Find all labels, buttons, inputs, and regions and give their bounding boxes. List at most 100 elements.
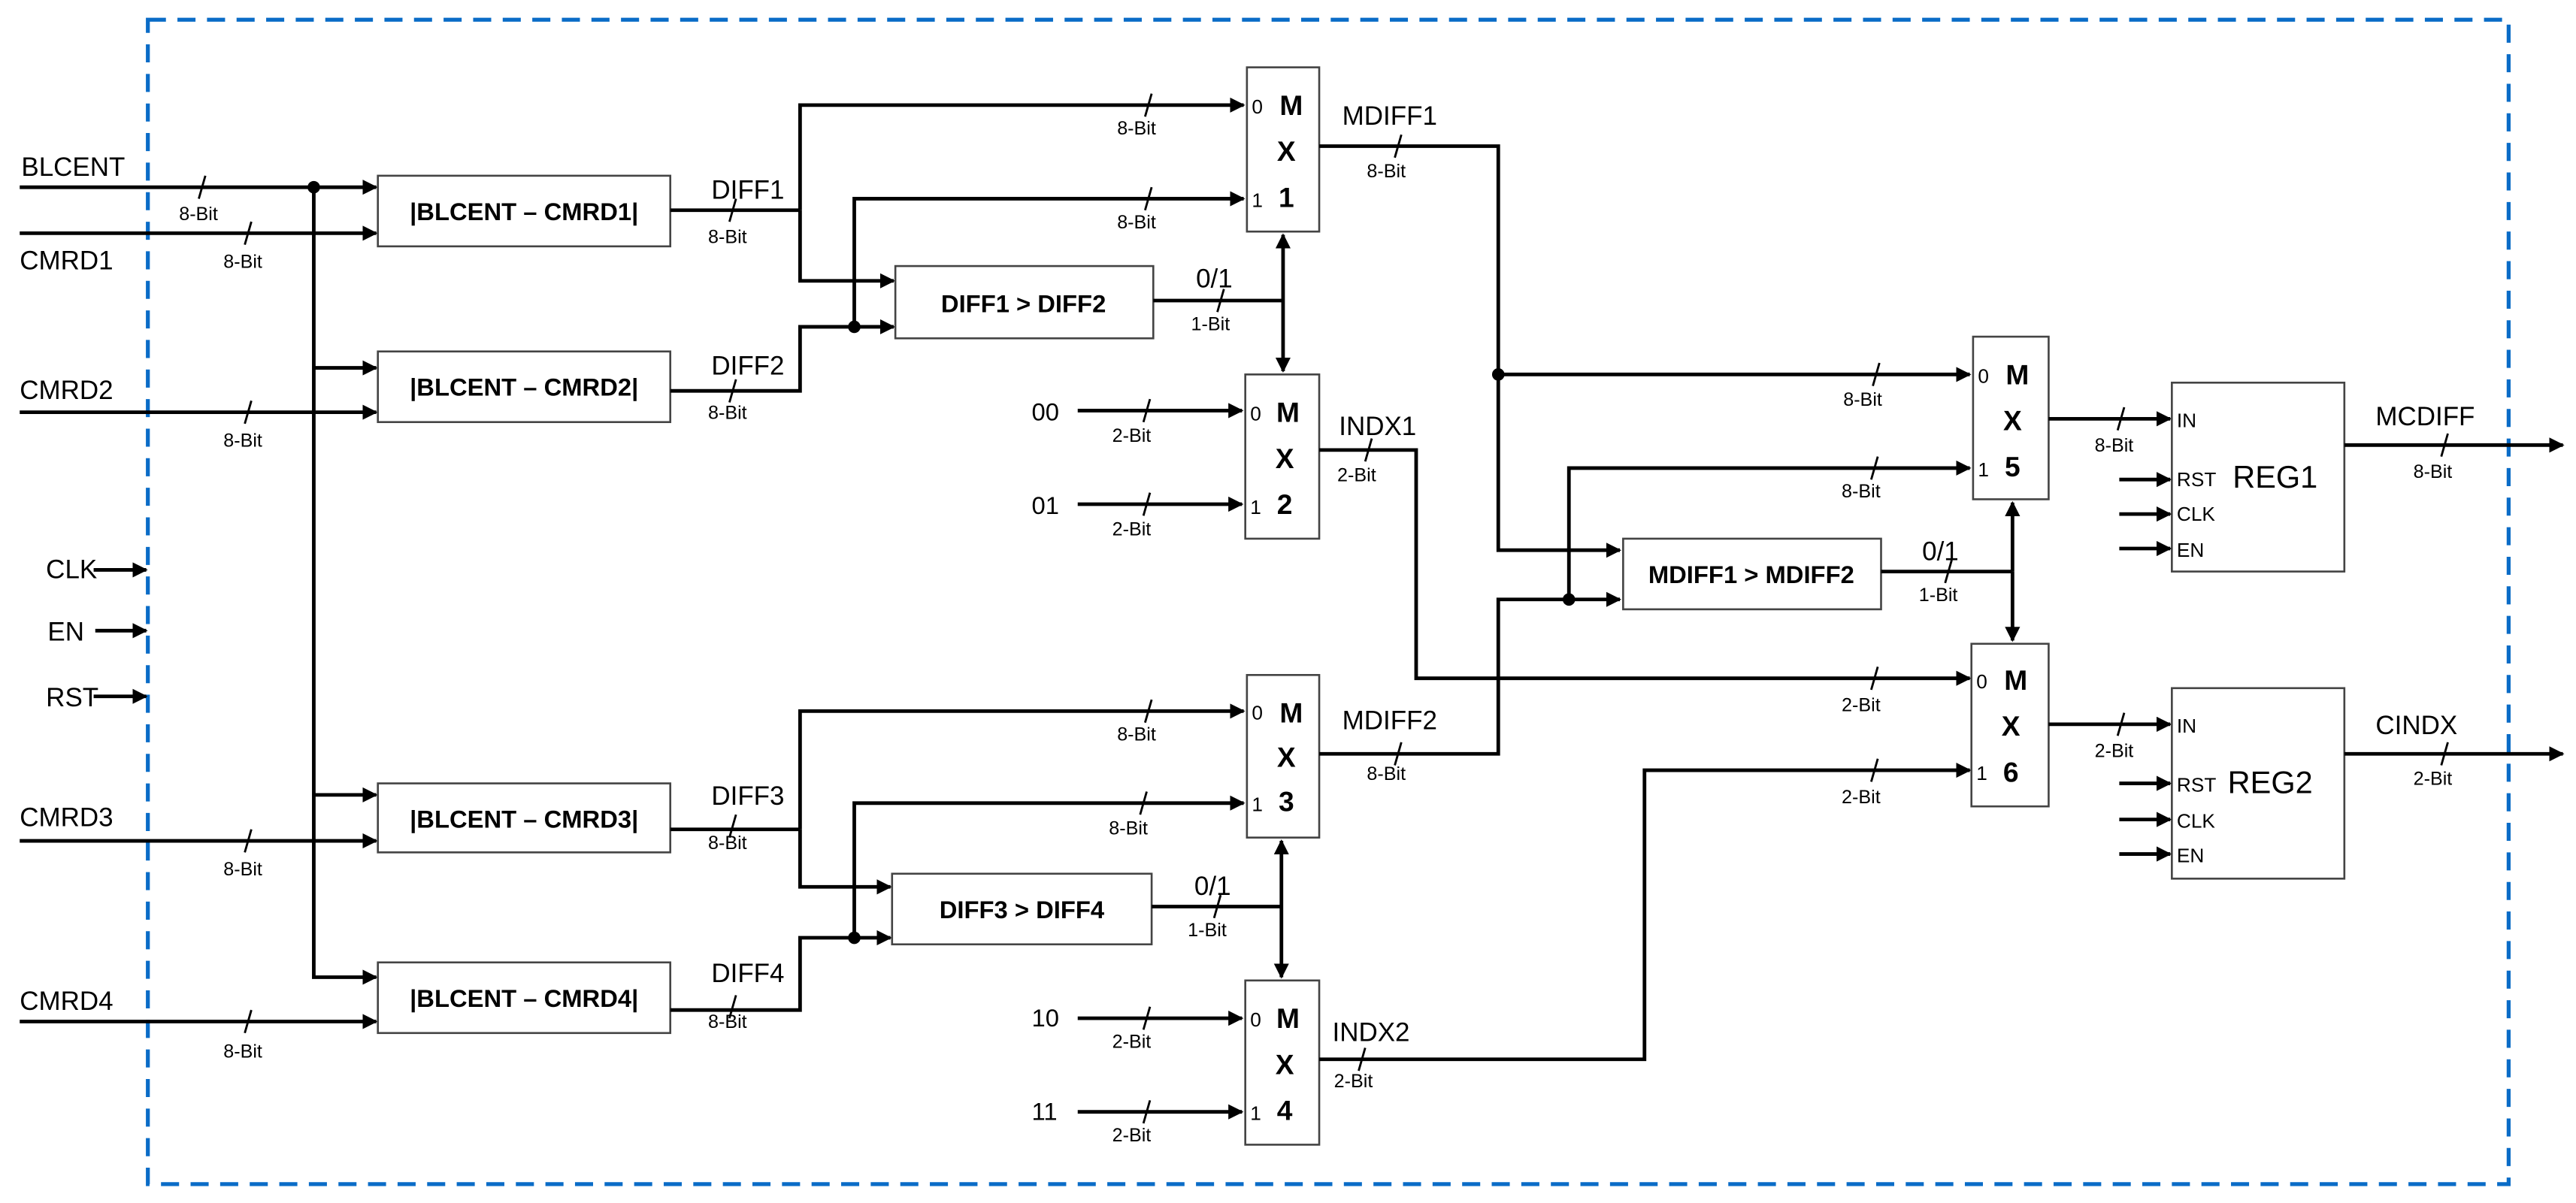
mux-1-sel0: 0 [1252,95,1263,118]
bus-slash [1870,666,1879,691]
mdiff2-label: MDIFF2 [1342,706,1437,735]
cmrd1-width: 8-Bit [223,251,262,272]
mux-3-sel0: 0 [1252,701,1263,724]
mux-2-box [1244,373,1321,540]
mux-1-letter-x: X [1277,135,1296,167]
mdiff2-to-cmp3 [1319,591,1622,756]
abs-block-2-box [377,350,672,424]
mux-4-in0-width: 2-Bit [1112,1031,1152,1052]
mux-4-in1-width: 2-Bit [1112,1125,1152,1146]
mux-1-box [1246,66,1321,233]
mdiff1-net: MDIFF1 8-Bit 8-Bit [1319,101,1972,558]
mux-6-box [1970,642,2050,808]
mdiff1-width: 8-Bit [1367,161,1406,182]
comparator-2-width: 1-Bit [1188,920,1227,941]
bus-slash [244,221,253,246]
input-rst: RST [46,683,148,712]
abs-block-4-label: |BLCENT – CMRD4| [410,984,638,1012]
bus-slash [2116,407,2126,431]
diff1-width: 8-Bit [708,226,747,247]
input-blcent: BLCENT 8-Bit [20,153,378,225]
bus-slash [728,198,737,222]
comparator-1-out-label: 0/1 [1196,264,1233,293]
abs-block-1: |BLCENT – CMRD1| [377,174,672,248]
register-1-port-in: IN [2177,409,2196,431]
bus-slash [2440,433,2449,458]
indx2-width: 2-Bit [1334,1071,1373,1092]
bus-slash [1394,134,1403,159]
register-2: IN RST CLK EN REG2 CINDX 2-Bit [2119,687,2565,880]
register-2-label: REG2 [2228,765,2313,800]
mux-4-sel1: 1 [1250,1102,1261,1125]
diff4-label: DIFF4 [711,959,784,988]
blcent-label: BLCENT [21,153,125,182]
mcdiff-width: 8-Bit [2414,461,2453,482]
bus-slash [244,829,253,853]
mux-5-out-width: 8-Bit [2095,435,2134,456]
diff4-width: 8-Bit [708,1011,747,1032]
bus-slash [1142,492,1152,516]
comparator-1-width: 1-Bit [1191,313,1230,334]
bus-slash [728,814,737,839]
comparator-2: DIFF3 > DIFF4 0/1 1-Bit [891,839,1289,979]
mux-1-sel1: 1 [1252,189,1263,211]
bus-slash [1139,791,1148,815]
junction-dot [848,931,861,945]
input-cmrd4: CMRD4 8-Bit [20,987,378,1062]
mux-4-letter-x: X [1276,1048,1294,1080]
mux-2-const-1: 01 [1032,491,1059,519]
diff4-to-cmp2 [670,929,892,1012]
cmrd4-width: 8-Bit [223,1041,262,1062]
mux-2-in0-width: 2-Bit [1112,425,1152,446]
mux-5: 0 1 M X 5 8-Bit [1972,335,2172,500]
mx6-in1-width: 2-Bit [1842,787,1881,808]
register-2-port-clk: CLK [2177,810,2216,833]
mux-2-letter-n: 2 [1277,488,1293,520]
indx1-label: INDX1 [1339,412,1416,441]
diff3-to-cmp2 [798,829,892,895]
mux-4-sel0: 0 [1250,1008,1261,1031]
mux-5-letter-n: 5 [2005,451,2021,482]
mux-2-letter-x: X [1276,443,1294,474]
register-1-label: REG1 [2232,459,2317,494]
diff3-to-mx3 [798,703,1246,830]
mx1-in1-width: 8-Bit [1117,212,1156,233]
bus-slash [1212,894,1222,919]
comparator-2-box [891,872,1153,946]
indx1-width: 2-Bit [1337,464,1376,485]
mux-6-letter-n: 6 [2003,756,2019,787]
mux-3-letter-m: M [1279,697,1303,729]
bus-slash [244,1009,253,1034]
mux-5-sel0: 0 [1978,364,1989,387]
diff3-label: DIFF3 [711,781,784,811]
comparator-1: DIFF1 > DIFF2 0/1 1-Bit [894,233,1291,373]
mcdiff-label: MCDIFF [2375,402,2475,431]
mux-6: 0 1 M X 6 2-Bit [1970,642,2172,808]
mdiff1-to-cmp3 [1319,144,1622,558]
mux-2-sel1: 1 [1250,496,1261,518]
junction-dot [1491,368,1505,381]
abs-block-4-box [377,961,672,1035]
comparator-2-label: DIFF3 > DIFF4 [940,896,1105,923]
clk-label: CLK [46,555,97,584]
bus-slash [2116,712,2126,736]
bus-slash [244,400,253,425]
mux-5-box [1972,335,2050,500]
bus-slash [1143,186,1153,211]
mux-3-letter-n: 3 [1279,786,1294,818]
mux-2-const-0: 00 [1032,398,1059,426]
abs-block-1-box [377,174,672,248]
cmrd2-width: 8-Bit [223,431,262,452]
register-1-port-en: EN [2177,539,2204,561]
junction-dot [848,320,861,334]
mux-2: 0 1 M X 2 00 2-Bit 01 2-Bit [1032,373,1321,540]
mux-6-sel0: 0 [1976,670,1987,693]
bus-slash [1143,699,1153,724]
abs-block-3-label: |BLCENT – CMRD3| [410,806,638,833]
indx2-label: INDX2 [1333,1018,1410,1047]
mdiff2-width: 8-Bit [1367,763,1406,784]
mux-5-sel1: 1 [1978,458,1989,481]
cmrd4-label: CMRD4 [20,987,113,1016]
bus-slash [1870,758,1879,782]
abs-block-1-label: |BLCENT – CMRD1| [410,198,638,225]
